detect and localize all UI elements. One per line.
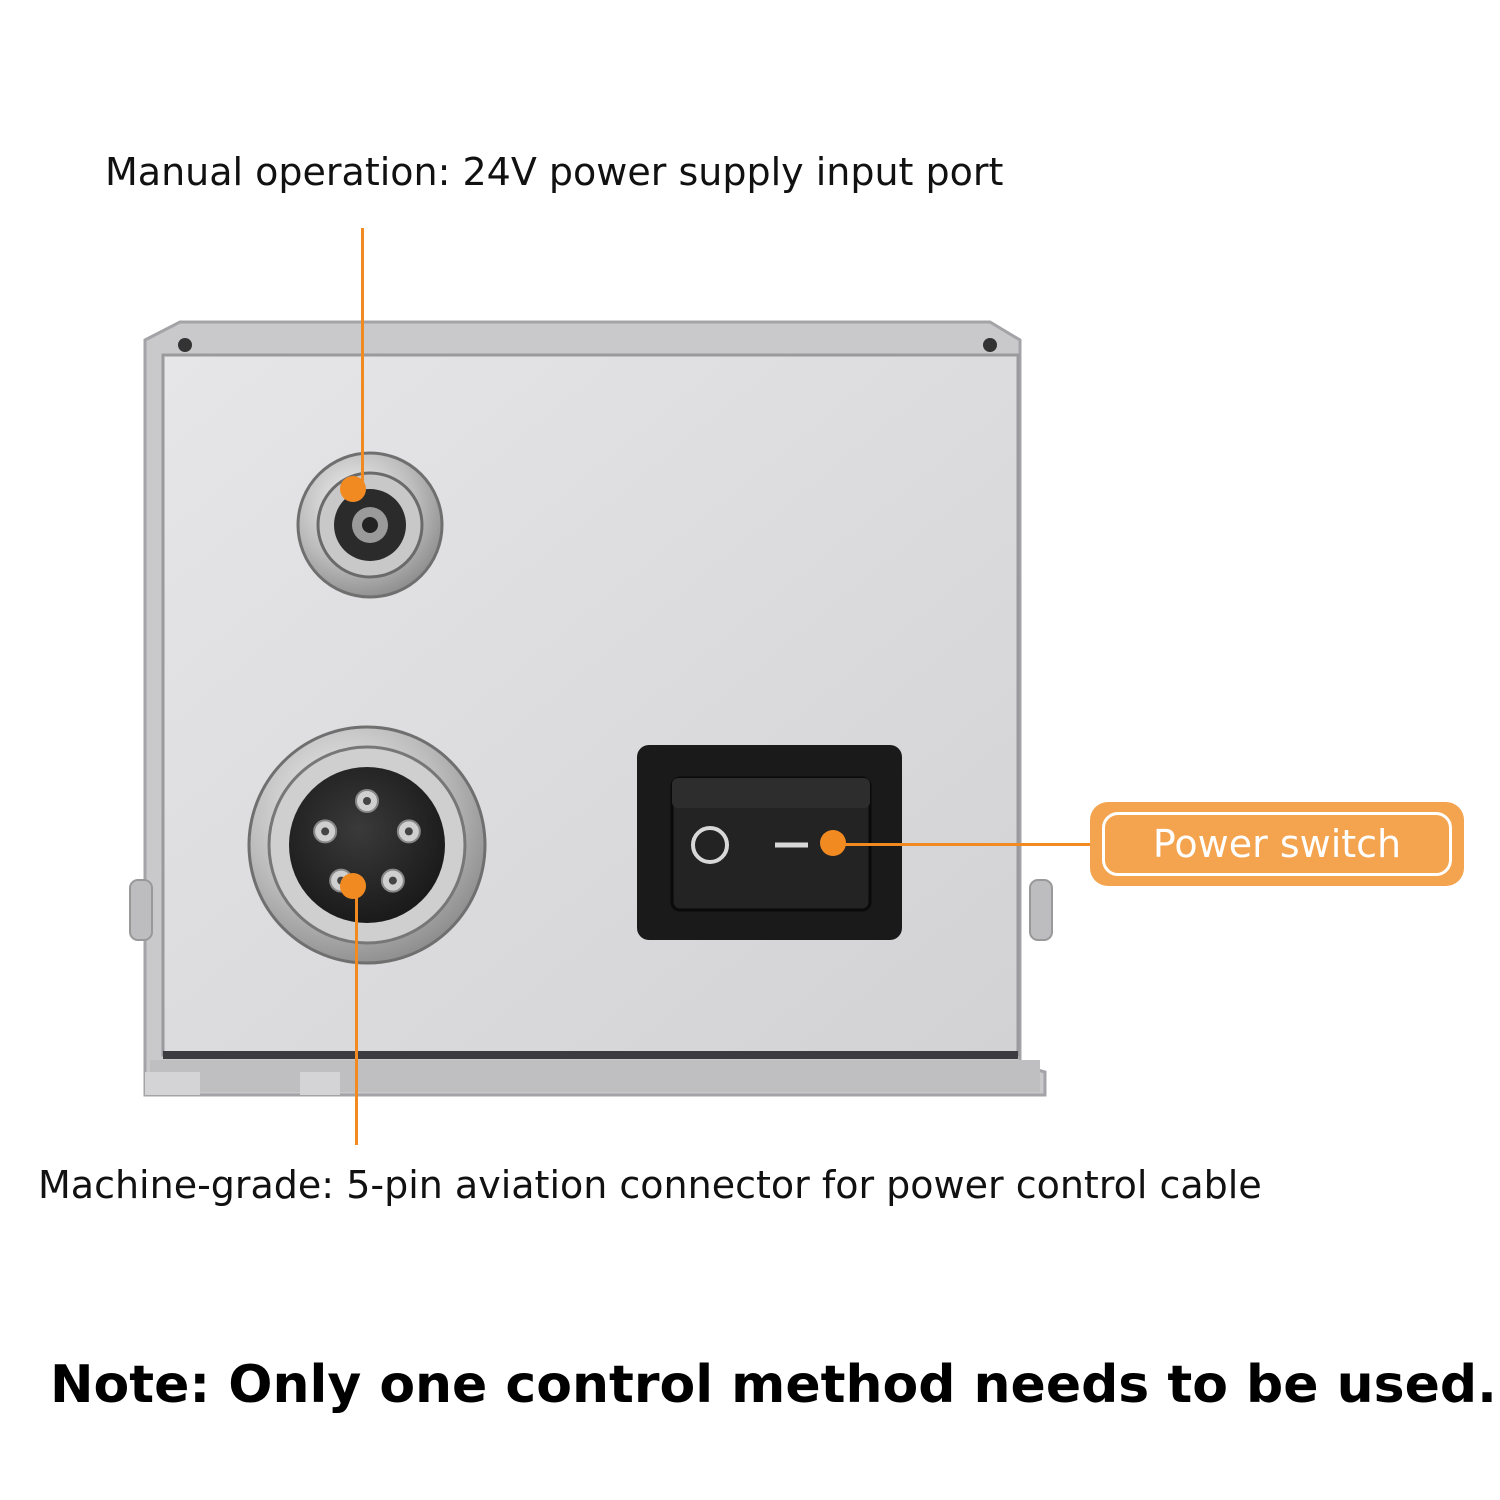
connector-pin-hole — [321, 827, 330, 836]
front-panel — [161, 353, 1020, 1057]
connector-pin-hole — [404, 827, 413, 836]
switch-off-symbol-icon — [691, 826, 729, 864]
marker-dot-aviation — [340, 873, 366, 899]
marker-dot-switch — [820, 830, 846, 856]
power-input-caption: Manual operation: 24V power supply input… — [105, 150, 1004, 194]
power-switch-label: Power switch — [1152, 822, 1402, 866]
power-switch-badge-frame: Power switch — [1102, 812, 1452, 876]
leader-line-power-input — [361, 228, 364, 490]
connector-pin-hole — [388, 876, 397, 885]
aviation-connector-5pin — [247, 725, 487, 965]
usage-note: Note: Only one control method needs to b… — [50, 1355, 1497, 1415]
leader-line-switch — [843, 843, 1090, 846]
leader-line-aviation — [355, 885, 358, 1145]
connector-pin-hole — [363, 797, 371, 805]
rocker-power-switch[interactable] — [637, 745, 902, 940]
aviation-connector-caption: Machine-grade: 5-pin aviation connector … — [38, 1163, 1262, 1207]
power-switch-badge: Power switch — [1090, 802, 1464, 886]
marker-dot-power-input — [340, 476, 366, 502]
dc-power-input-jack — [296, 451, 444, 599]
